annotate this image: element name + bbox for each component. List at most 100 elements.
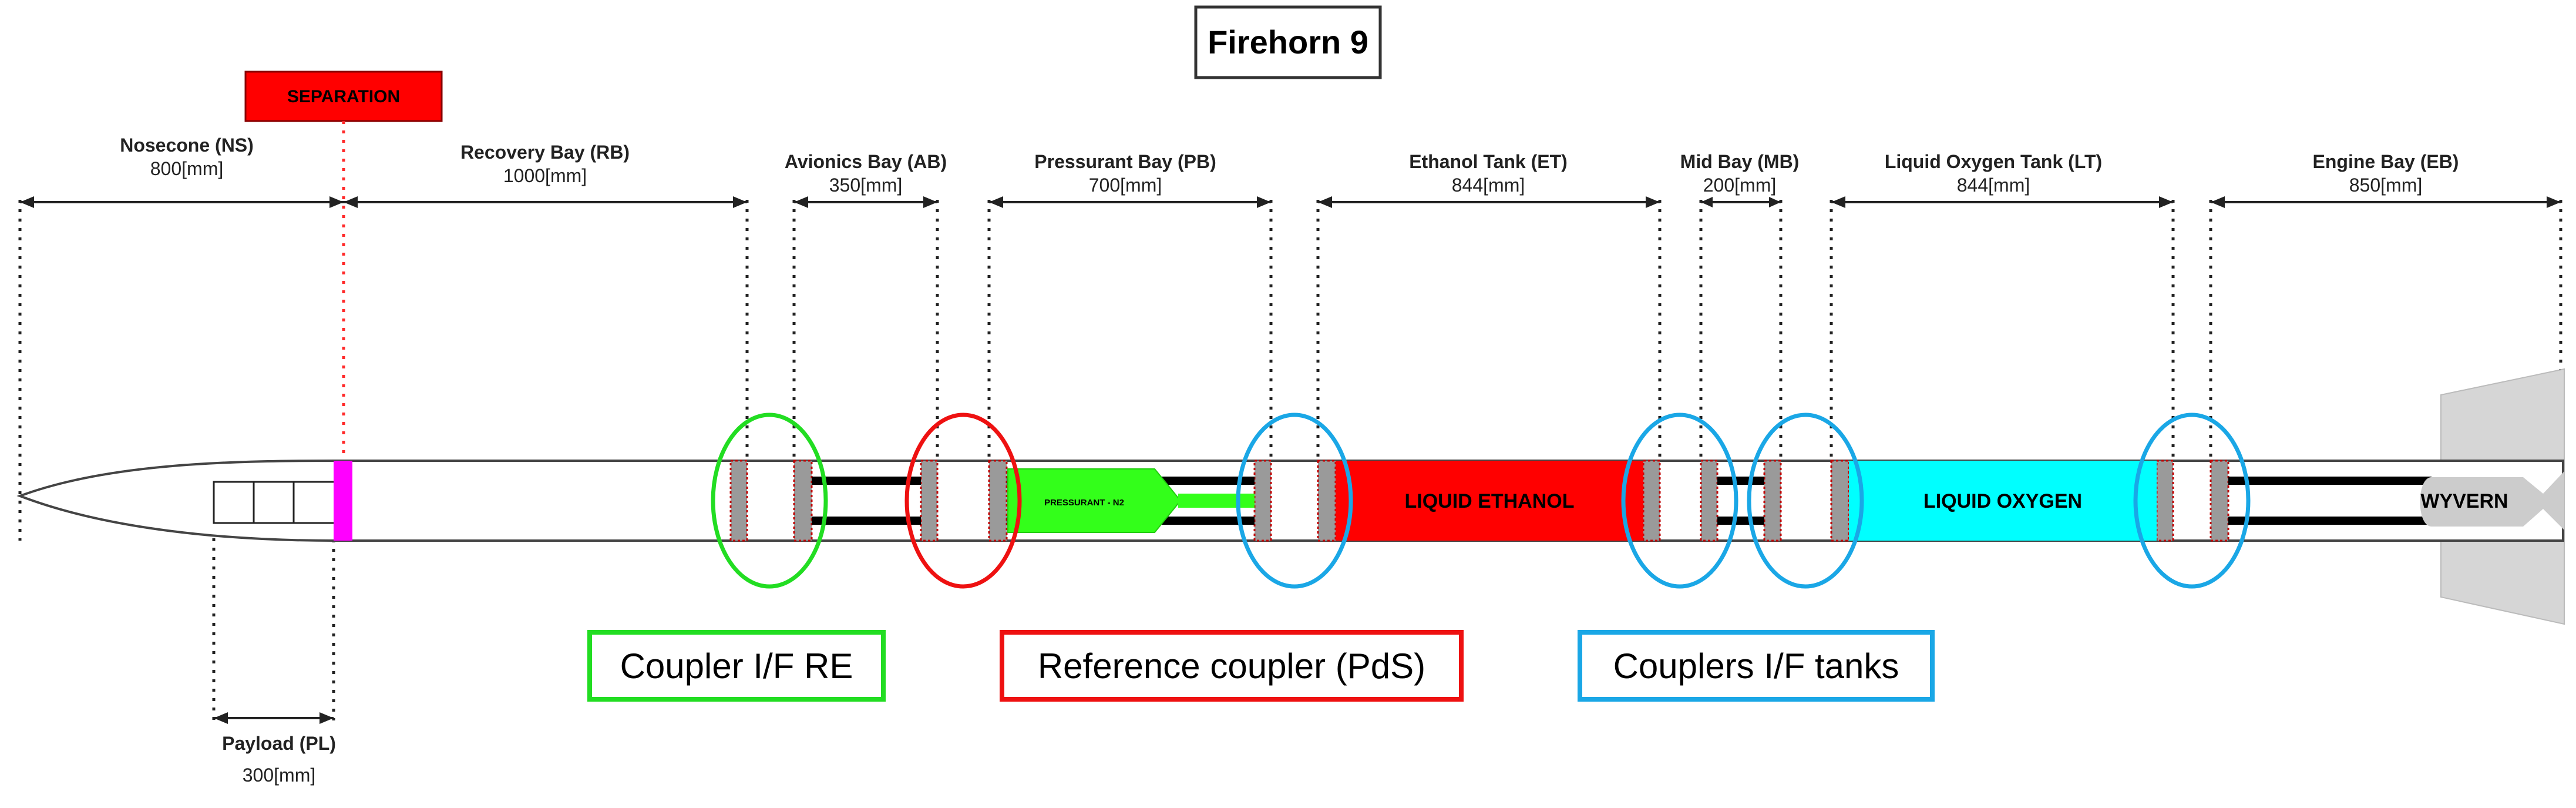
dim-lox-tank	[1831, 196, 2173, 208]
title-frame	[1194, 5, 1382, 79]
dim-nosecone	[20, 196, 344, 208]
legend-box	[587, 630, 886, 702]
pressurant-feed-line	[1178, 494, 1255, 508]
arrow-head	[1831, 196, 1845, 208]
separation-badge	[244, 71, 443, 122]
coupler-block	[1700, 460, 1719, 542]
coupler-block	[988, 460, 1008, 542]
legend-reference-coupler: Reference coupler (PdS)	[1000, 630, 1464, 702]
arrow-head	[2547, 196, 2561, 208]
coupler-block	[1830, 460, 1850, 542]
dim-engine-bay	[2211, 196, 2561, 208]
legend-box	[1578, 630, 1935, 702]
arrow-head	[1701, 197, 1713, 207]
arrow-head	[733, 196, 747, 208]
diagram-title: Firehorn 9	[1208, 24, 1368, 61]
lox-label: LIQUID OXYGEN	[1923, 490, 2082, 512]
section-length: 700[mm]	[1089, 175, 1162, 196]
section-name: Avionics Bay (AB)	[785, 151, 947, 172]
section-name: Recovery Bay (RB)	[460, 142, 630, 163]
legend: Coupler I/F RE Reference coupler (PdS) C…	[587, 630, 1935, 702]
highlight-coupler-re	[711, 413, 828, 589]
section-name: Nosecone (NS)	[120, 135, 254, 156]
coupler-block	[793, 460, 813, 542]
ethanol-tank: LIQUID ETHANOL	[1336, 461, 1643, 541]
coupler-block	[1317, 460, 1337, 542]
arrow-head	[344, 196, 358, 208]
highlight-tank-coupler	[1236, 413, 1353, 589]
legend-box	[1000, 630, 1464, 702]
coupler-block	[1253, 460, 1272, 542]
coupler-block	[1763, 460, 1782, 542]
coupler-block	[729, 460, 748, 542]
dim-ethanol-tank	[1318, 196, 1660, 208]
coupler-block	[1642, 460, 1661, 542]
highlight-tank-coupler	[2133, 413, 2251, 589]
dim-avionics-bay	[794, 196, 937, 208]
payload-module	[213, 481, 336, 524]
ethanol-label: LIQUID ETHANOL	[1405, 490, 1575, 512]
legend-tank-couplers: Couplers I/F tanks	[1578, 630, 1935, 702]
lox-fill	[1849, 461, 2157, 541]
arrow-head	[1769, 197, 1781, 207]
arrow-head	[329, 196, 344, 208]
coupler-highlights	[711, 413, 2251, 589]
title-block: Firehorn 9	[1194, 5, 1382, 79]
engine-shape	[2420, 471, 2564, 530]
arrow-head	[989, 196, 1003, 208]
section-name: Pressurant Bay (PB)	[1034, 151, 1216, 172]
payload-box	[213, 481, 336, 524]
section-name: Mid Bay (MB)	[1680, 151, 1800, 172]
arrow-head	[1257, 196, 1271, 208]
arrow-head	[20, 196, 34, 208]
arrow-head	[794, 196, 808, 208]
section-length: 1000[mm]	[503, 165, 587, 186]
highlight-tank-coupler	[1747, 413, 1864, 589]
section-length: 200[mm]	[1703, 175, 1776, 196]
rocket-body: PRESSURANT - N2 LIQUID ETHANOL LIQUID OX…	[16, 368, 2565, 625]
dim-mid-bay	[1701, 197, 1781, 207]
dim-recovery-bay	[344, 196, 747, 208]
pressurant-label: PRESSURANT - N2	[1044, 498, 1124, 508]
section-length: 850[mm]	[2349, 175, 2422, 196]
arrow-head	[214, 712, 228, 724]
section-name: Ethanol Tank (ET)	[1409, 151, 1568, 172]
arrow-head	[320, 712, 334, 724]
section-labels: Nosecone (NS) 800[mm] Recovery Bay (RB) …	[120, 135, 2459, 786]
legend-label: Reference coupler (PdS)	[1038, 646, 1425, 686]
coupler-block	[920, 460, 939, 542]
legend-coupler-re: Coupler I/F RE	[587, 630, 886, 702]
coupler-block	[2210, 460, 2229, 542]
arrow-head	[923, 196, 937, 208]
ethanol-fill	[1336, 461, 1643, 541]
pressurant-vessel	[1007, 468, 1182, 533]
pressurant-tank: PRESSURANT - N2	[1007, 468, 1255, 533]
legend-label: Couplers I/F tanks	[1613, 646, 1899, 686]
arrow-head	[1318, 196, 1332, 208]
dimension-arrows	[20, 196, 2561, 724]
separation-label: SEPARATION	[287, 87, 400, 106]
legend-label: Coupler I/F RE	[620, 646, 853, 686]
section-length: 800[mm]	[150, 158, 223, 179]
highlight-reference-coupler	[904, 413, 1022, 589]
section-length: 844[mm]	[1957, 175, 2030, 196]
engine-wyvern: WYVERN	[2420, 471, 2564, 530]
section-name: Liquid Oxygen Tank (LT)	[1885, 151, 2102, 172]
arrow-head	[2211, 196, 2225, 208]
lox-tank: LIQUID OXYGEN	[1849, 461, 2157, 541]
section-length: 844[mm]	[1452, 175, 1525, 196]
arrow-head	[1646, 196, 1660, 208]
payload-name: Payload (PL)	[222, 733, 336, 754]
arrow-head	[2159, 196, 2173, 208]
highlight-tank-coupler	[1621, 413, 1738, 589]
engine-label: WYVERN	[2420, 490, 2508, 512]
payload-length: 300[mm]	[243, 765, 315, 786]
separation-marker: SEPARATION	[244, 71, 443, 541]
section-length: 350[mm]	[829, 175, 902, 196]
coupler-block	[2155, 460, 2174, 542]
separation-ring	[334, 461, 352, 541]
dim-pressurant-bay	[989, 196, 1271, 208]
section-name: Engine Bay (EB)	[2313, 151, 2459, 172]
dim-payload	[214, 712, 334, 724]
